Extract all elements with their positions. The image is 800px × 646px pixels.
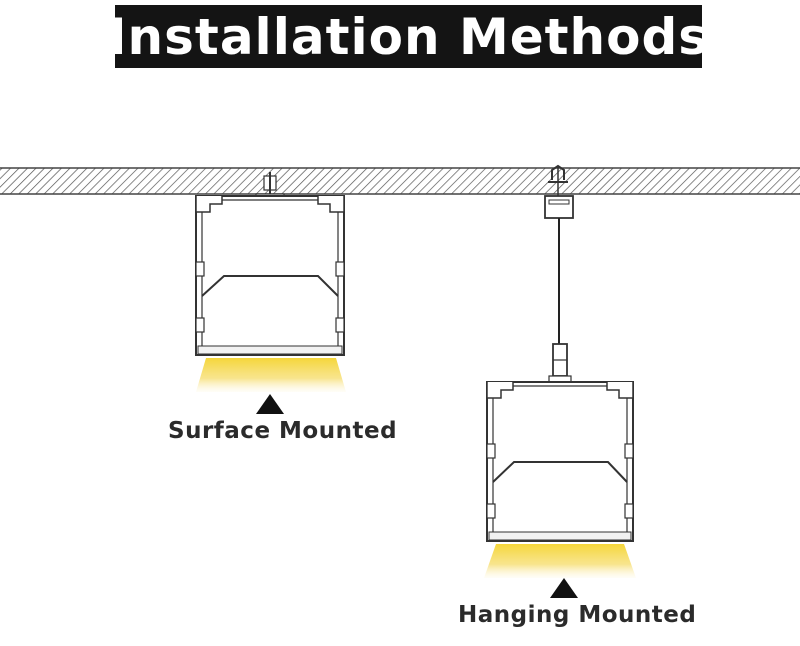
hanging-mounted-label: Hanging Mounted [458, 602, 697, 628]
title-banner: Installation Methods [108, 5, 708, 68]
page-title: Installation Methods [107, 7, 710, 66]
surface-mounted-label: Surface Mounted [168, 418, 398, 444]
triangle-up-icon [550, 578, 578, 598]
ceiling [0, 167, 800, 195]
hanging-mounted-fixture [484, 164, 636, 578]
surface-mounted-fixture [195, 172, 346, 392]
triangle-up-icon [256, 394, 284, 414]
ceiling-hook-icon [548, 164, 568, 196]
